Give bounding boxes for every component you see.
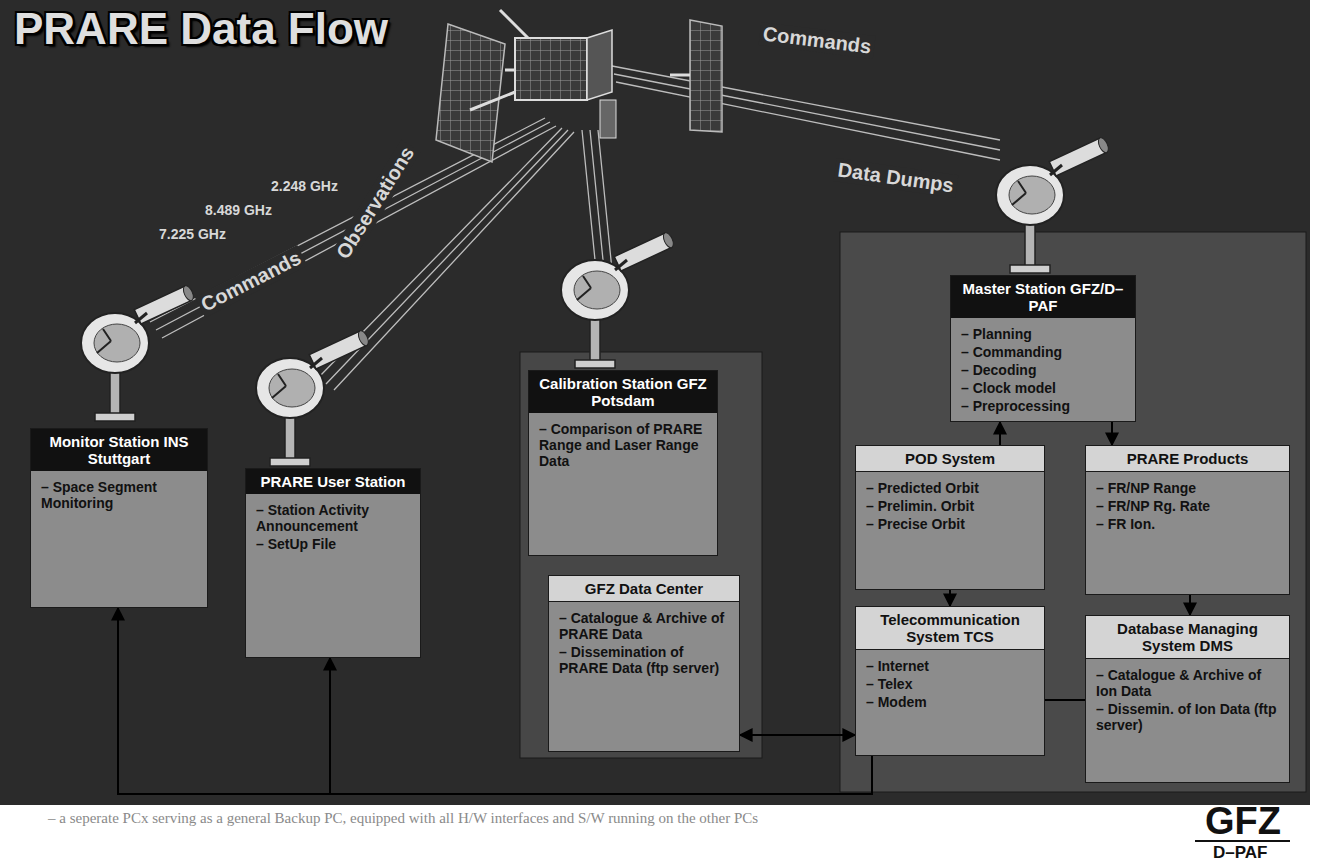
- beam-label: 7.225 GHz: [156, 226, 229, 242]
- logo-text: GFZ: [1202, 800, 1284, 843]
- flow-arrow: [1045, 699, 1085, 701]
- ground: [0, 0, 1310, 805]
- station-box: POD System– Predicted Orbit– Prelimin. O…: [855, 445, 1045, 590]
- box-heading: Telecommunication System TCS: [856, 607, 1044, 650]
- box-item: – Telex: [856, 674, 1044, 692]
- box-heading: Monitor Station INS Stuttgart: [31, 429, 207, 471]
- flow-arrow: [1189, 595, 1191, 615]
- page-text: – a seperate PCx serving as a general Ba…: [45, 810, 1181, 827]
- box-heading: Master Station GFZ/D–PAF: [951, 276, 1135, 318]
- box-heading: GFZ Data Center: [549, 576, 739, 602]
- flow-arrow: [949, 590, 951, 606]
- station-box: GFZ Data Center– Catalogue & Archive of …: [548, 575, 740, 752]
- box-heading: Calibration Station GFZ Potsdam: [529, 371, 717, 413]
- box-item: – Preprocessing: [951, 396, 1135, 414]
- box-item: – FR/NP Rg. Rate: [1086, 496, 1289, 514]
- box-item: – FR/NP Range: [1086, 472, 1289, 496]
- box-item: – Clock model: [951, 378, 1135, 396]
- station-box: Database Managing System DMS– Catalogue …: [1085, 615, 1290, 783]
- satellite: [436, 10, 722, 162]
- station-panel: [840, 232, 1306, 792]
- box-item: – Precise Orbit: [856, 514, 1044, 532]
- dish-antenna: [561, 231, 675, 368]
- box-item: – Commanding: [951, 342, 1135, 360]
- station-panel: [520, 352, 762, 758]
- beam-label: 8.489 GHz: [202, 202, 275, 218]
- box-item: – Comparison of PRARE Range and Laser Ra…: [529, 413, 717, 469]
- dish-antenna: [996, 136, 1110, 273]
- flow-arrow: [118, 608, 872, 794]
- box-heading: Database Managing System DMS: [1086, 616, 1289, 659]
- box-item: – SetUp File: [246, 534, 420, 552]
- station-box: Calibration Station GFZ Potsdam– Compari…: [528, 370, 718, 556]
- box-item: – Prelimin. Orbit: [856, 496, 1044, 514]
- station-box: Telecommunication System TCS– Internet– …: [855, 606, 1045, 756]
- diagram-title: PRARE Data Flow: [14, 4, 388, 54]
- station-box: PRARE User Station– Station Activity Ann…: [245, 468, 421, 658]
- box-heading: PRARE User Station: [246, 469, 420, 494]
- box-item: – Dissemination of PRARE Data (ftp serve…: [549, 642, 739, 676]
- box-item: – FR Ion.: [1086, 514, 1289, 532]
- box-item: – Station Activity Announcement: [246, 494, 420, 534]
- box-item: – Decoding: [951, 360, 1135, 378]
- station-box: PRARE Products– FR/NP Range– FR/NP Rg. R…: [1085, 445, 1290, 595]
- flow-arrow: [740, 734, 855, 736]
- box-item: – Dissemin. of Ion Data (ftp server): [1086, 699, 1289, 733]
- logo-text: D–PAF: [1210, 843, 1270, 863]
- dish-antenna: [256, 329, 370, 466]
- box-item: – Catalogue & Archive of PRARE Data: [549, 602, 739, 642]
- box-heading: PRARE Products: [1086, 446, 1289, 472]
- flow-arrow: [1111, 422, 1113, 445]
- box-item: – Space Segment Monitoring: [31, 471, 207, 511]
- box-item: – Internet: [856, 650, 1044, 674]
- box-item: – Predicted Orbit: [856, 472, 1044, 496]
- box-item: – Modem: [856, 692, 1044, 710]
- radio-beam: [150, 66, 1000, 390]
- dish-antenna: [81, 284, 195, 421]
- box-heading: POD System: [856, 446, 1044, 472]
- flow-arrow: [999, 422, 1001, 445]
- station-box: Monitor Station INS Stuttgart– Space Seg…: [30, 428, 208, 608]
- box-item: – Planning: [951, 318, 1135, 342]
- box-item: – Catalogue & Archive of Ion Data: [1086, 659, 1289, 699]
- beam-label: 2.248 GHz: [268, 178, 341, 194]
- station-box: Master Station GFZ/D–PAF– Planning– Comm…: [950, 275, 1136, 422]
